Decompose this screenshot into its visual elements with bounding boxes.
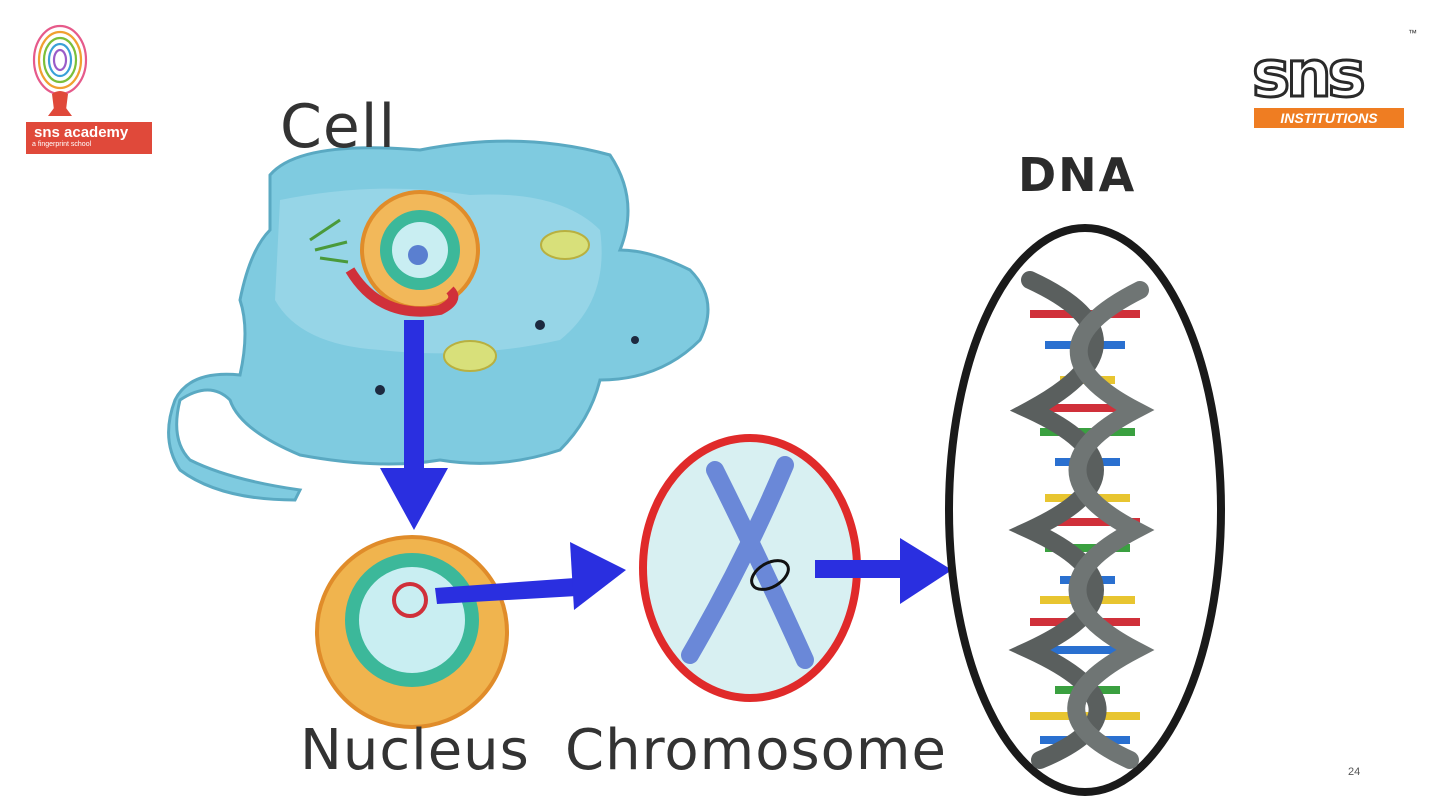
arrow-cell-to-nucleus (380, 320, 448, 530)
sns-logo-trademark: ™ (1408, 28, 1417, 38)
cell-illustration (167, 139, 710, 502)
sns-academy-logo: sns academy a fingerprint school (22, 18, 154, 158)
sns-logo-tagline: INSTITUTIONS (1254, 108, 1404, 128)
page-number: 24 (1348, 766, 1361, 778)
dna-illustration (945, 224, 1225, 796)
sns-institutions-logo: sns INSTITUTIONS ™ (1250, 28, 1420, 133)
nucleus-illustration (315, 535, 509, 729)
chromosome-illustration (639, 434, 861, 702)
academy-brand-plate: sns academy a fingerprint school (26, 122, 152, 154)
label-dna: DNA (1018, 148, 1137, 202)
academy-brand-name: sns academy (34, 124, 129, 141)
label-chromosome: Chromosome (565, 718, 947, 783)
fingerprint-icon (32, 24, 88, 116)
academy-brand-tagline: a fingerprint school (32, 141, 92, 148)
arrow-nucleus-to-chromosome (435, 542, 626, 610)
arrow-chromosome-to-dna (815, 538, 952, 604)
label-nucleus: Nucleus (300, 718, 530, 783)
label-cell: Cell (280, 92, 397, 162)
sns-logo-word: sns (1251, 37, 1368, 114)
